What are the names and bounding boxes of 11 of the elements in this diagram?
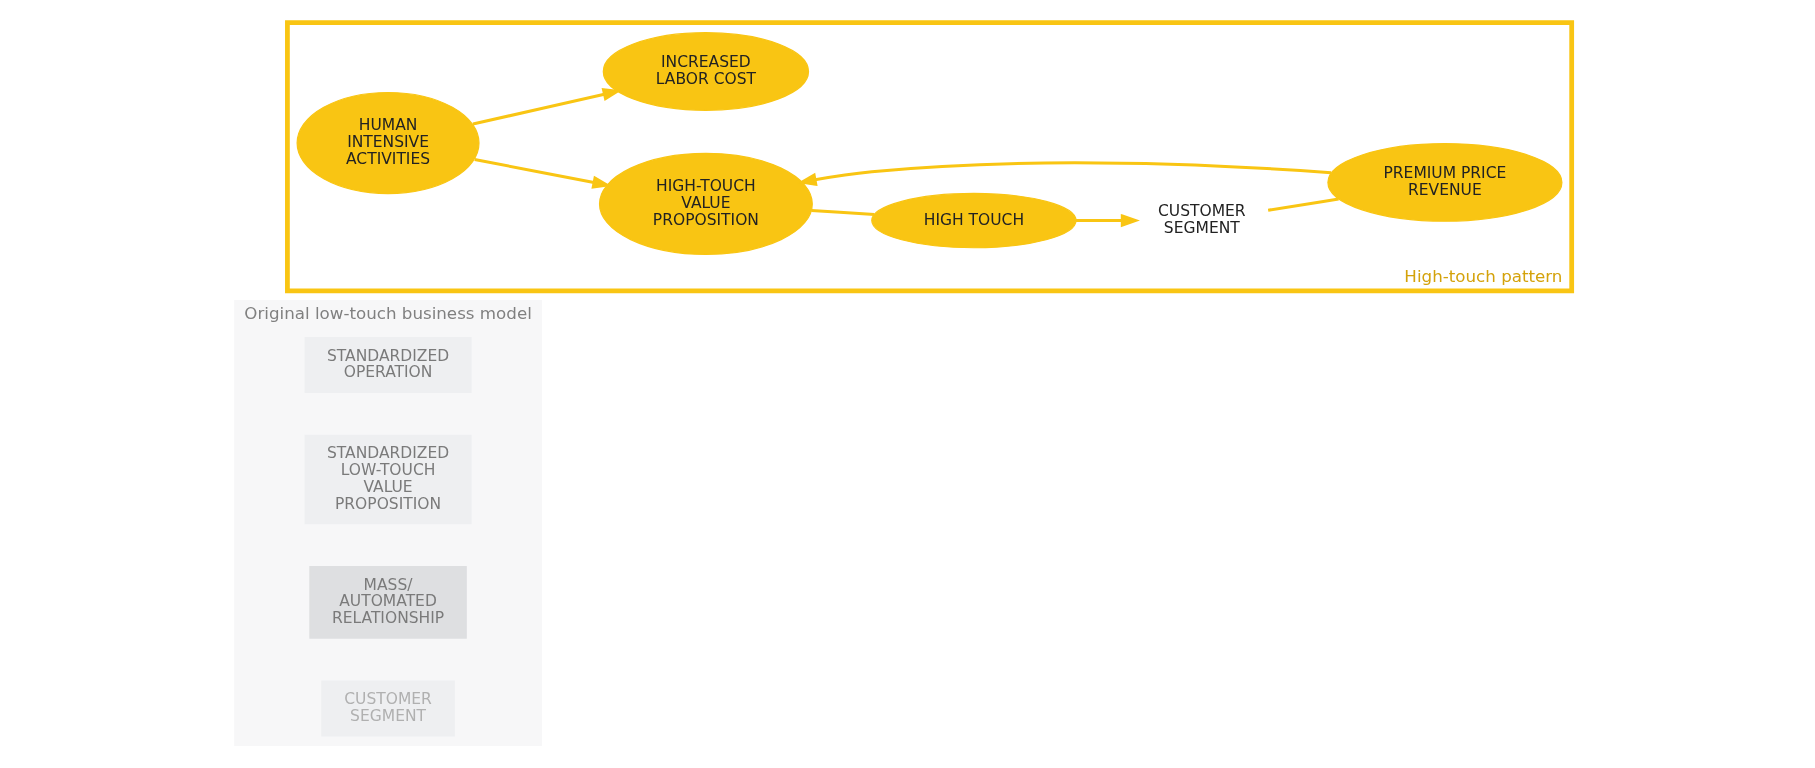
node-ellipse: HUMAN INTENSIVE ACTIVITIES bbox=[296, 91, 480, 195]
connector bbox=[1267, 197, 1339, 212]
connector bbox=[810, 208, 875, 216]
arrow bbox=[1075, 213, 1140, 228]
node-ellipse: PREMIUM PRICE REVENUE bbox=[1326, 143, 1562, 222]
node-ellipse: HIGH-TOUCH VALUE PROPOSITION bbox=[598, 152, 813, 255]
arrow bbox=[472, 88, 622, 126]
node-text: CUSTOMER SEGMENT bbox=[1157, 202, 1246, 237]
arrow bbox=[473, 158, 611, 189]
node-ellipse: HIGH TOUCH bbox=[870, 192, 1077, 249]
node-box: MASS/ AUTOMATED RELATIONSHIP bbox=[308, 565, 467, 639]
